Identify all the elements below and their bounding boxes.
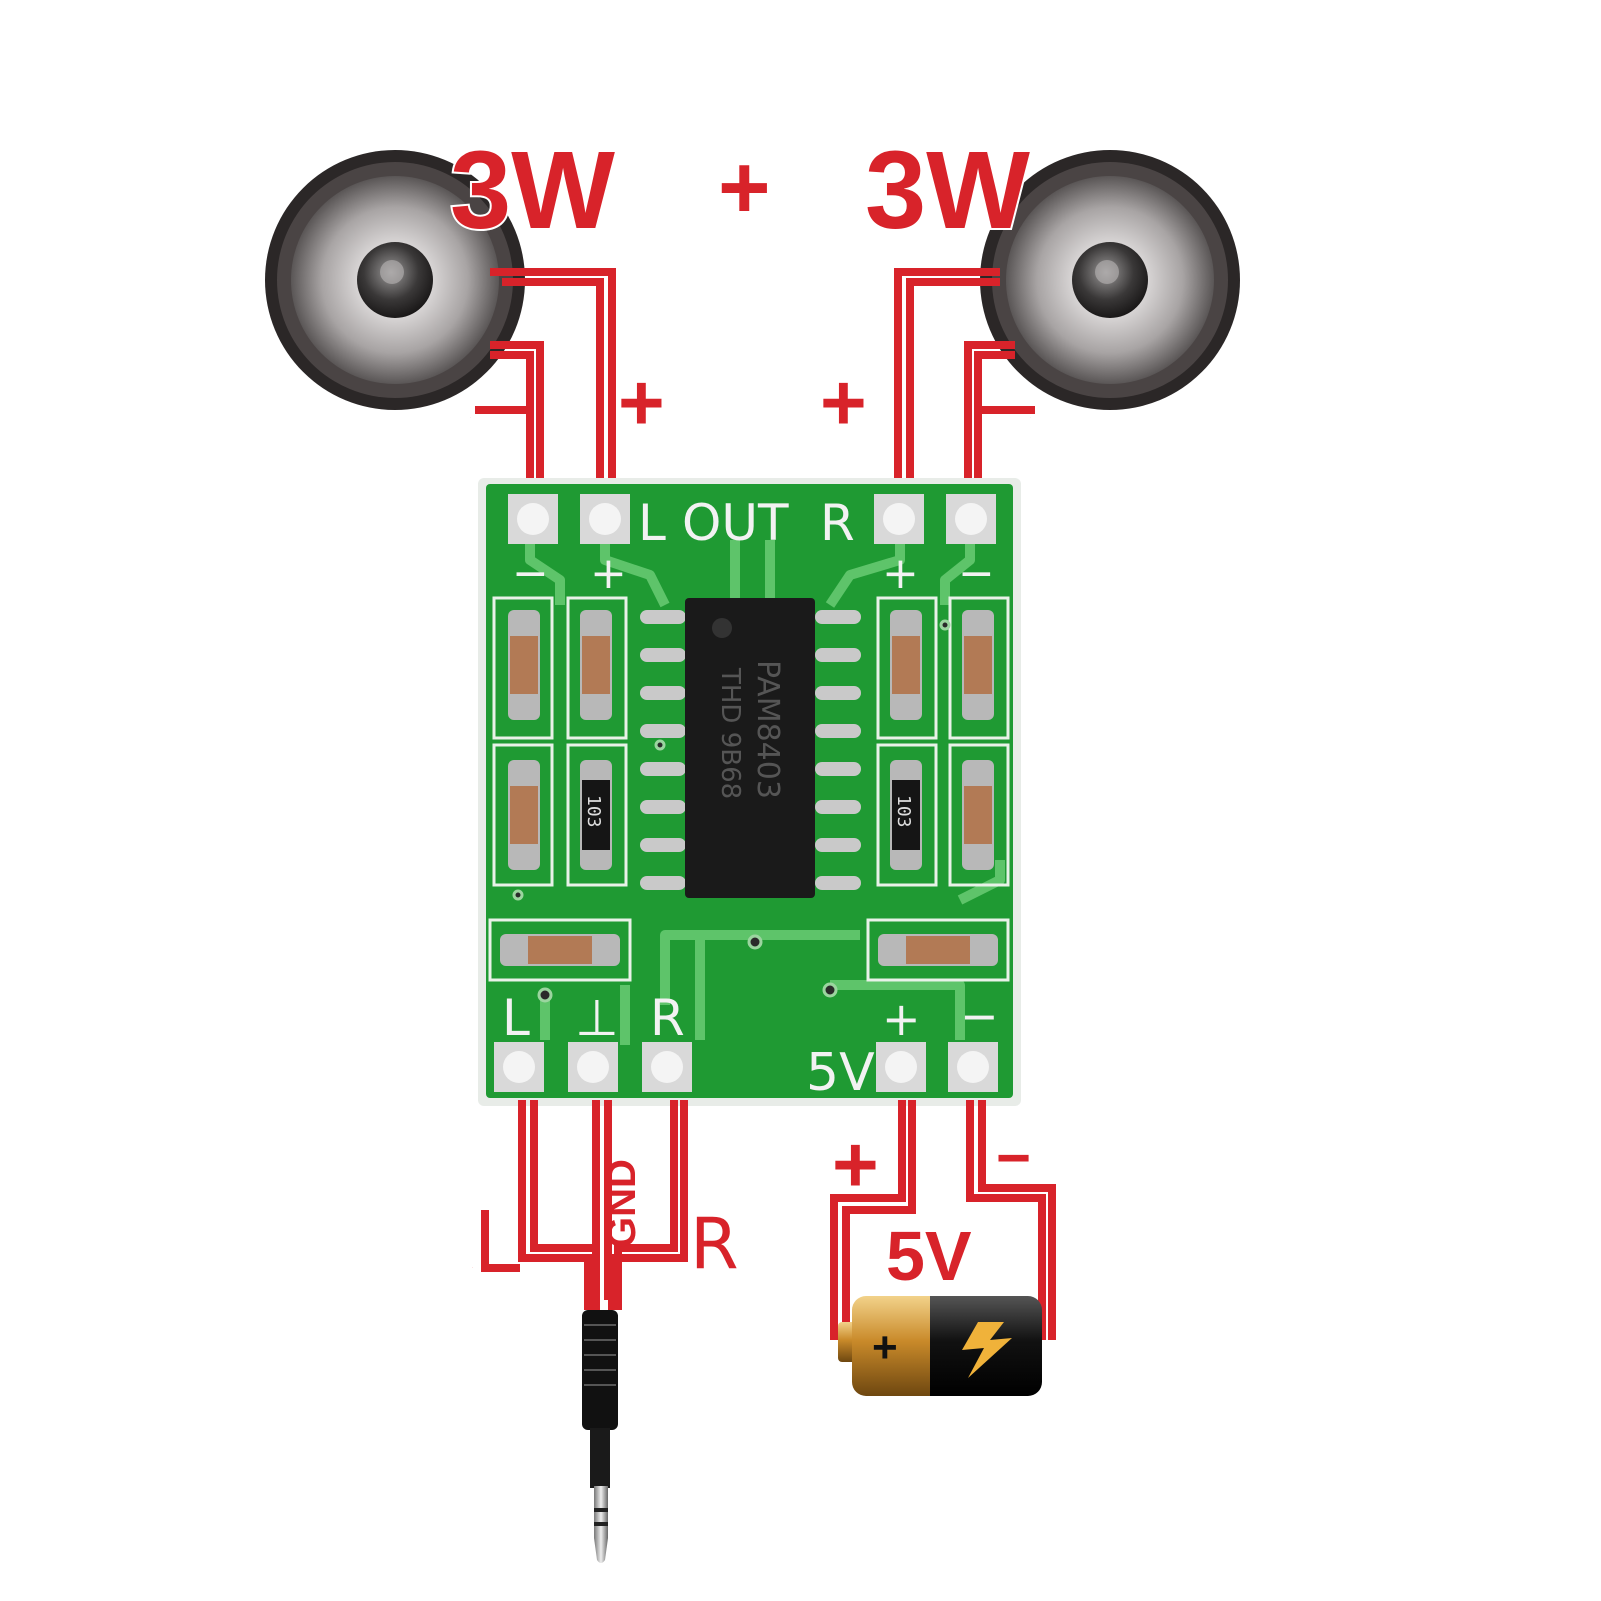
pcb-vias xyxy=(512,619,951,1003)
pam8403-chip: PAM8403 THD 9B68 xyxy=(685,598,815,898)
out-plus-left: + xyxy=(590,548,627,599)
input-wire-r-label: R xyxy=(690,1203,739,1285)
left-speaker-minus-label: − xyxy=(470,417,471,419)
smd-resistor-right: 103 xyxy=(890,760,922,870)
out-label-l: L xyxy=(638,494,666,552)
out-label-out: OUT xyxy=(682,494,789,552)
input-wire-l-label: L xyxy=(472,1267,473,1269)
left-speaker-wires xyxy=(475,268,616,490)
audio-input-wires xyxy=(481,1100,688,1310)
chip-part-number: PAM8403 xyxy=(750,660,785,799)
pam8403-board: L OUT R − + + − P xyxy=(478,478,1021,1106)
input-pads xyxy=(494,1042,998,1092)
smd-capacitors-horizontal xyxy=(500,934,998,966)
smd-capacitors xyxy=(508,610,994,870)
right-speaker-plus-label: + xyxy=(820,358,867,447)
power-wire-minus-label: − xyxy=(996,1124,1031,1191)
battery: + xyxy=(838,1296,1042,1396)
power-wires xyxy=(830,1100,1056,1340)
out-plus-right: + xyxy=(882,548,919,599)
power-minus-label: − xyxy=(960,989,999,1043)
output-pads xyxy=(508,494,996,544)
lightning-icon xyxy=(962,1322,1012,1378)
in-label-r: R xyxy=(650,989,685,1047)
resistor-left-code: 103 xyxy=(583,795,604,828)
right-speaker-wires xyxy=(894,268,1035,490)
pcb-traces xyxy=(525,540,1005,1045)
right-speaker-minus-label: − xyxy=(1030,417,1031,419)
right-power-label: 3W xyxy=(865,129,1030,252)
silkscreen-outlines xyxy=(488,596,1010,982)
audio-jack-plug xyxy=(582,1310,618,1563)
smd-resistor-left: 103 xyxy=(580,760,612,870)
left-speaker-plus-label: + xyxy=(618,358,665,447)
chip-pins xyxy=(640,610,861,890)
left-power-label: 3W xyxy=(450,129,615,252)
left-speaker xyxy=(265,150,525,410)
power-plus-label: + xyxy=(882,992,921,1046)
out-minus-right: − xyxy=(958,548,995,599)
resistor-right-code: 103 xyxy=(893,795,914,828)
right-speaker xyxy=(980,150,1240,410)
out-minus-left: − xyxy=(512,548,549,599)
power-voltage-wire-label: 5V xyxy=(886,1217,972,1295)
in-label-l: L xyxy=(502,989,530,1047)
power-wire-plus-label: + xyxy=(832,1120,879,1209)
input-wire-gnd-label: GND xyxy=(600,1159,644,1248)
in-label-gnd: ⊥ xyxy=(575,989,619,1047)
battery-plus-symbol: + xyxy=(872,1323,898,1372)
out-label-r: R xyxy=(820,494,855,552)
power-voltage-label: 5V xyxy=(806,1043,875,1103)
chip-date-code: THD 9B68 xyxy=(715,667,745,799)
plus-sign-label: + xyxy=(718,138,771,238)
